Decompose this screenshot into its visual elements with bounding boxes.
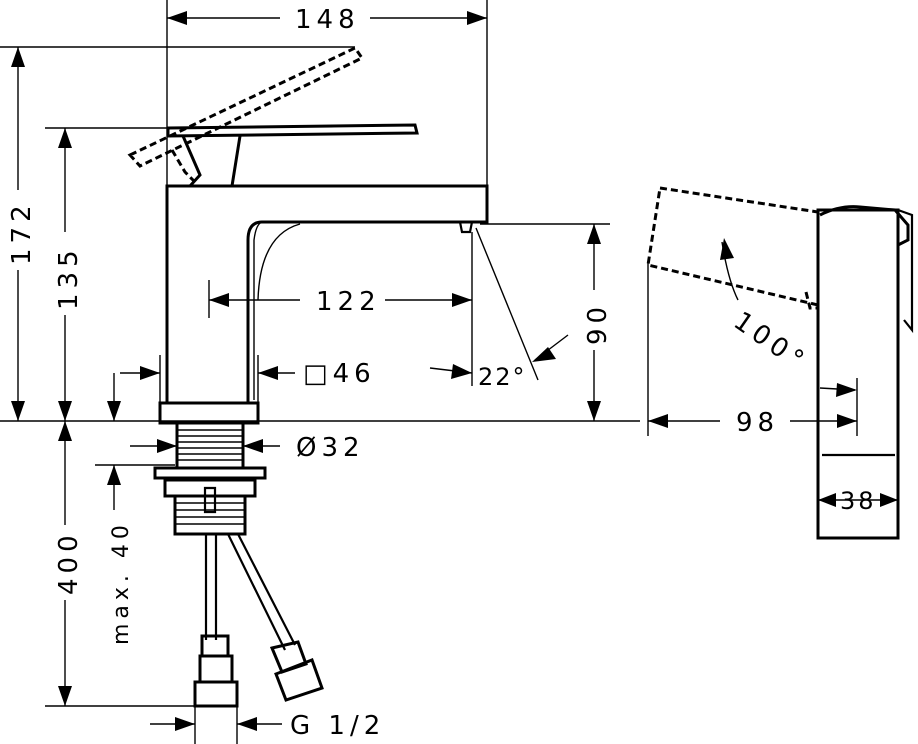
- dim-max40-label: max. 40: [109, 520, 134, 645]
- body-shade-line: [257, 223, 301, 301]
- hose-ferrule-left: [198, 654, 234, 684]
- hose-angled: [227, 533, 296, 651]
- side-lever-swung-tip: [804, 291, 818, 310]
- dim-172-label: 172: [7, 200, 37, 265]
- side-lever-top: [819, 205, 910, 247]
- faucet-body: [165, 184, 489, 405]
- side-cartridge: [897, 208, 914, 334]
- shank-threads: [177, 429, 243, 461]
- dim-148-label: 148: [295, 5, 360, 35]
- dim-98-label: 98: [736, 408, 779, 438]
- base-flange: [158, 401, 260, 425]
- faucet-front-view: [127, 46, 489, 708]
- lever-joint-right: [230, 135, 242, 187]
- hose-nut-right: [274, 658, 324, 702]
- lever-raised-joint: [170, 149, 197, 184]
- washer: [153, 466, 267, 480]
- dim-135-label: 135: [54, 245, 84, 310]
- faucet-side-view: [646, 186, 914, 540]
- body-inner-contour: [253, 221, 263, 400]
- supply-hoses: [193, 533, 324, 708]
- nut-threads: [175, 502, 245, 525]
- side-body: [816, 208, 900, 540]
- hose-straight: [204, 534, 218, 640]
- dim-46-label: □46: [303, 359, 376, 389]
- hose-fitting-right: [269, 640, 308, 674]
- dim-g12-label: G 1/2: [290, 711, 385, 741]
- nut-body: [173, 494, 247, 536]
- lever-raised-dashed: [127, 46, 365, 168]
- dim-32-label: Ø32: [296, 433, 365, 463]
- hose-nut-left: [193, 680, 239, 708]
- dim-122-label: 122: [316, 287, 381, 317]
- center-stud: [203, 486, 217, 514]
- lever-handle: [166, 123, 419, 138]
- dim-400-label: 400: [54, 530, 84, 595]
- dimension-lines: [0, 0, 640, 744]
- dim-38-label: 38: [840, 487, 877, 515]
- dim-100deg-label: 100°: [728, 306, 813, 378]
- dim-90-label: 90: [583, 302, 613, 345]
- dim-22deg-label: 22°: [478, 363, 527, 391]
- side-lever-swung-dashed: [646, 186, 820, 307]
- aerator: [458, 221, 474, 234]
